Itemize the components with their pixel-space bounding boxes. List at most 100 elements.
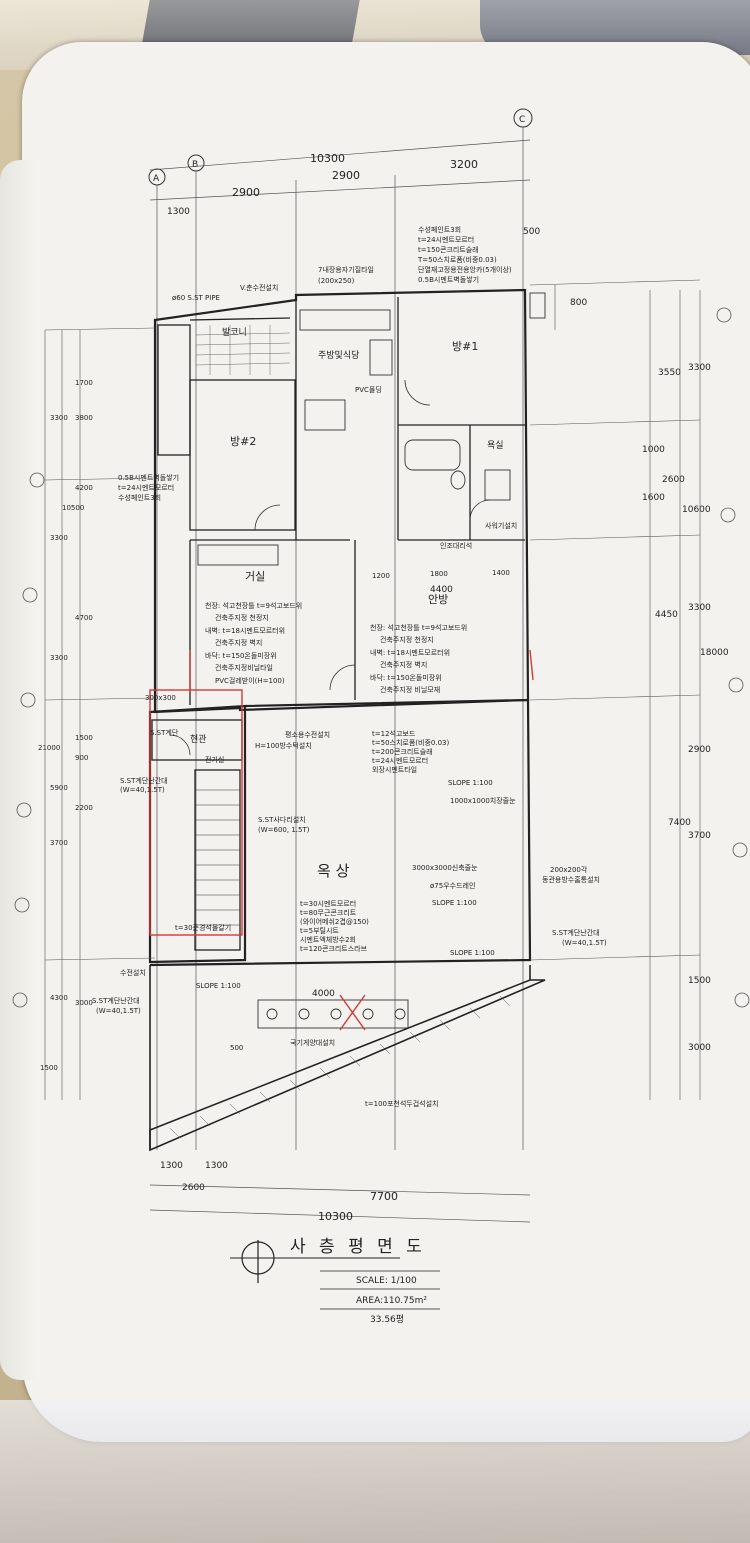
note-39: 3000x3000신축줄눈 bbox=[412, 863, 478, 872]
door-swings bbox=[169, 379, 491, 756]
note-71: S.ST계단 bbox=[150, 728, 179, 737]
note-6: 0.5B시멘트벽돌쌓기 bbox=[418, 275, 479, 284]
dim-bottom-4: 7700 bbox=[370, 1190, 398, 1203]
sheet-left-edge bbox=[0, 160, 40, 1380]
room-label-1: 방#1 bbox=[452, 340, 478, 353]
note-18: 건축주지정 벽지 bbox=[215, 638, 262, 647]
dim-right-o: 3000 bbox=[688, 1043, 711, 1053]
dim-right-b: 3550 bbox=[658, 368, 681, 378]
note-41: SLOPE 1:100 bbox=[432, 899, 477, 907]
note-51: t=120콘크리트스라브 bbox=[300, 944, 368, 953]
note-63: 평소용수전설치 bbox=[285, 730, 330, 739]
dim-left-f: 3300 bbox=[50, 534, 68, 542]
drawing-title: 사 층 평 면 도 bbox=[290, 1237, 426, 1257]
note-36: S.ST사다리설치 bbox=[258, 815, 306, 824]
red-markup bbox=[149, 649, 534, 1031]
balcony-tiles bbox=[195, 325, 291, 375]
note-14: 수성페인트3회 bbox=[118, 493, 161, 502]
note-15: 천장: 석고천장틀 t=9석고보드위 bbox=[205, 601, 302, 610]
note-50: 시멘트액체방수2회 bbox=[300, 935, 356, 944]
drawing-pyeong: 33.56평 bbox=[370, 1314, 404, 1325]
dim-left-a: 1700 bbox=[75, 379, 93, 387]
note-21: PVC걸레받이(H=100) bbox=[215, 676, 285, 685]
note-66: 사워기설치 bbox=[485, 521, 517, 530]
note-17: 내벽: t=18시멘트모르터위 bbox=[205, 626, 285, 635]
note-34: S.ST계단난간대 bbox=[120, 776, 168, 785]
note-44: S.ST계단난간대 bbox=[552, 928, 600, 937]
dim-right-k: 2900 bbox=[688, 745, 711, 755]
interior-walls bbox=[151, 297, 525, 951]
note-1: 수성페인트3회 bbox=[418, 225, 461, 234]
left-dimension-lines bbox=[44, 327, 156, 1100]
dim-left-h: 21000 bbox=[38, 744, 60, 752]
dim-left-l: 5900 bbox=[50, 784, 68, 792]
dim-left-g: 4700 bbox=[75, 614, 93, 622]
note-12: 0.5B시멘트벽돌쌓기 bbox=[118, 473, 179, 482]
note-23: 건축주지정 천정지 bbox=[380, 635, 434, 644]
room-label-balcony: 발코니 bbox=[222, 327, 247, 338]
note-37: (W=600, 1.5T) bbox=[258, 826, 310, 834]
dim-top-2: 2900 bbox=[332, 169, 360, 182]
note-11: PVC몰딩 bbox=[355, 385, 382, 394]
room-label-2: 방#2 bbox=[230, 435, 256, 448]
note-19: 바닥: t=150온돌미장위 bbox=[205, 651, 277, 660]
note-65: 인조대리석 bbox=[440, 541, 472, 550]
dim-top-1: 2900 bbox=[232, 186, 260, 199]
dim-left-q: 1500 bbox=[40, 1064, 58, 1072]
note-70: 4400 bbox=[430, 585, 453, 595]
note-10: V.춘수전설치 bbox=[240, 283, 278, 292]
note-61: 4000 bbox=[312, 989, 335, 999]
note-30: t=200콘크리트슬래 bbox=[372, 747, 433, 756]
note-57: 수전설치 bbox=[120, 968, 146, 977]
dim-bottom-3: 2600 bbox=[182, 1183, 205, 1193]
note-69: 1400 bbox=[492, 569, 510, 577]
dim-top-total: 10300 bbox=[310, 152, 345, 165]
dim-top-5: 500 bbox=[523, 227, 540, 237]
note-9: ø60 S.ST PIPE bbox=[172, 294, 220, 302]
note-3: t=150콘크리트슬래 bbox=[418, 245, 479, 254]
note-2: t=24시멘트모르터 bbox=[418, 235, 474, 244]
note-29: t=50스치로폼(비중0.03) bbox=[372, 738, 449, 747]
dim-bottom-1: 1300 bbox=[160, 1161, 183, 1171]
drawing-sheet bbox=[22, 42, 750, 1442]
dim-right-f: 1600 bbox=[642, 493, 665, 503]
note-46: t=30시멘트모르터 bbox=[300, 899, 356, 908]
dim-right-c: 3300 bbox=[688, 363, 711, 373]
note-47: t=80무근콘크리트 bbox=[300, 908, 357, 917]
note-72: 500 bbox=[230, 1044, 243, 1052]
dim-left-d: 4200 bbox=[75, 484, 93, 492]
right-dimension-lines bbox=[529, 279, 701, 1100]
note-53: t=100포천석두겁석설치 bbox=[365, 1099, 439, 1108]
note-35: (W=40,1.5T) bbox=[120, 786, 165, 794]
note-60: t=30준경석몰갈기 bbox=[175, 923, 231, 932]
grid-label-b: B bbox=[192, 160, 198, 170]
note-55: SLOPE 1:100 bbox=[448, 779, 493, 787]
left-grid-bubbles bbox=[12, 307, 750, 1008]
dim-left-n: 3700 bbox=[50, 839, 68, 847]
note-31: t=24시멘트모르터 bbox=[372, 756, 428, 765]
dim-left-i: 3300 bbox=[50, 654, 68, 662]
note-28: t=12석고보드 bbox=[372, 729, 416, 738]
note-45: (W=40,1.5T) bbox=[562, 939, 607, 947]
room-label-entry: 현관 bbox=[190, 734, 207, 745]
note-68: 1800 bbox=[430, 570, 448, 578]
dim-right-h: 4450 bbox=[655, 610, 678, 620]
fixtures bbox=[197, 292, 546, 1029]
note-49: t=5부틸시트 bbox=[300, 927, 339, 935]
note-22: 천장: 석고천장틀 t=9석고보드위 bbox=[370, 623, 467, 632]
note-42: 200x200각 bbox=[550, 866, 588, 874]
dim-right-e: 2600 bbox=[662, 475, 685, 485]
room-label-rooftop: 옥 상 bbox=[317, 862, 350, 880]
dim-left-k: 900 bbox=[75, 754, 88, 762]
dim-right-m: 3700 bbox=[688, 831, 711, 841]
note-67: 1200 bbox=[372, 572, 390, 580]
note-54: SLOPE 1:100 bbox=[196, 982, 241, 990]
note-8: (200x250) bbox=[318, 277, 355, 285]
dim-right-n: 1500 bbox=[688, 976, 711, 986]
note-64: 전기실 bbox=[205, 755, 224, 764]
drawing-scale: SCALE: 1/100 bbox=[356, 1276, 417, 1286]
note-25: 건축주지정 벽지 bbox=[380, 660, 427, 669]
note-32: 외장시멘트타일 bbox=[372, 765, 417, 774]
room-label-living: 거실 bbox=[245, 570, 265, 583]
